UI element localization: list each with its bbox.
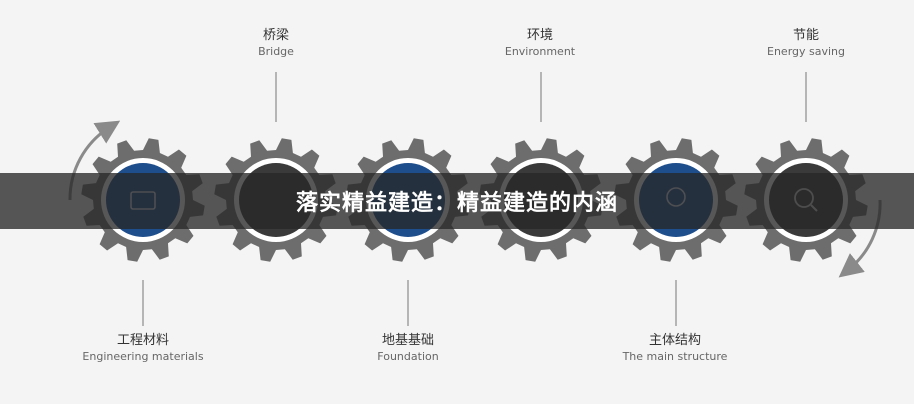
- label-zh: 主体结构: [648, 333, 701, 348]
- label-main-structure: 主体结构 The main structure: [590, 332, 760, 364]
- label-foundation: 地基基础 Foundation: [323, 332, 493, 364]
- label-en: Foundation: [377, 350, 439, 363]
- label-zh: 地基基础: [381, 333, 434, 348]
- label-zh: 环境: [526, 28, 553, 43]
- label-zh: 节能: [792, 28, 819, 43]
- label-en: Engineering materials: [82, 350, 204, 363]
- label-en: Environment: [504, 45, 576, 58]
- banner-title: 落实精益建造：精益建造的内涵: [295, 191, 618, 216]
- label-bridge: 桥梁 Bridge: [191, 27, 361, 59]
- label-zh: 工程材料: [116, 333, 169, 348]
- label-en: Bridge: [258, 45, 294, 58]
- label-en: The main structure: [622, 350, 728, 363]
- label-zh: 桥梁: [262, 28, 289, 43]
- label-energy-saving: 节能 Energy saving: [721, 27, 891, 59]
- label-en: Energy saving: [767, 45, 845, 58]
- label-environment: 环境 Environment: [455, 27, 625, 59]
- title-banner: 落实精益建造：精益建造的内涵: [0, 173, 914, 229]
- label-engineering-materials: 工程材料 Engineering materials: [58, 332, 228, 364]
